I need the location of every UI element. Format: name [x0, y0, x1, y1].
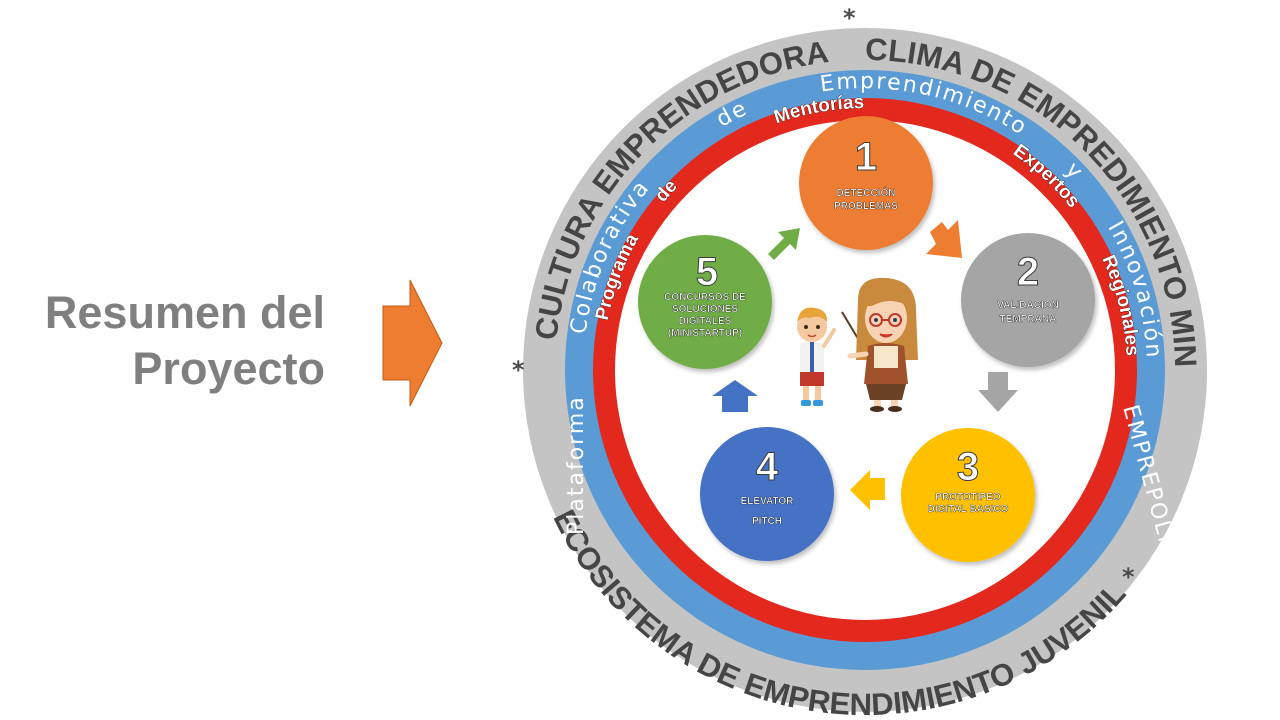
- step-4: [700, 427, 834, 561]
- step-3-number: 3: [957, 445, 979, 489]
- step-5-label: SOLUCIONES: [672, 304, 738, 315]
- step-5-label: CONCURSOS DE: [664, 292, 746, 303]
- step-4-number: 4: [756, 445, 779, 489]
- separator-star: *: [512, 356, 525, 384]
- arrow-5-to-1-icon: [768, 228, 800, 260]
- right-arrow-icon: [382, 279, 443, 407]
- page-title: Resumen del Proyecto: [45, 285, 325, 397]
- teacher-illustration: [841, 277, 918, 412]
- arrow-1-to-2-icon: [926, 220, 962, 258]
- step-5: [638, 235, 772, 369]
- arrow-3-to-4-icon: [850, 470, 885, 510]
- step-5-label: (MINISTARTUP): [668, 328, 742, 339]
- blue-text-left: Plataforma: [564, 395, 589, 535]
- title-line1: Resumen del: [44, 287, 325, 338]
- step-2: [961, 233, 1095, 367]
- arrow-4-to-5-icon: [712, 380, 758, 412]
- step-1: [799, 116, 933, 250]
- step-4-label: PITCH: [752, 516, 782, 527]
- step-3-label: DIGITAL BASICO: [928, 504, 1009, 515]
- step-1-label: DETECCIÓN: [837, 186, 896, 199]
- step-2-number: 2: [1017, 250, 1039, 294]
- student-illustration: [797, 307, 836, 406]
- step-5-label: DIGITALES: [679, 316, 732, 327]
- step-3-label: PROTOTIPEO: [935, 492, 1001, 503]
- title-line2: Proyecto: [132, 343, 325, 394]
- step-5-number: 5: [696, 250, 718, 294]
- separator-star: *: [843, 4, 856, 32]
- step-2-label: VALIDACION: [997, 300, 1058, 311]
- step-4-label: ELEVATOR: [741, 496, 795, 507]
- arrow-2-to-3-icon: [978, 372, 1018, 412]
- step-1-number: 1: [855, 135, 877, 179]
- step-2-label: TEMPRANA: [1000, 314, 1057, 325]
- step-3: [901, 428, 1035, 562]
- separator-star: *: [1122, 563, 1135, 591]
- step-1-label: PROBLEMAS: [834, 201, 898, 212]
